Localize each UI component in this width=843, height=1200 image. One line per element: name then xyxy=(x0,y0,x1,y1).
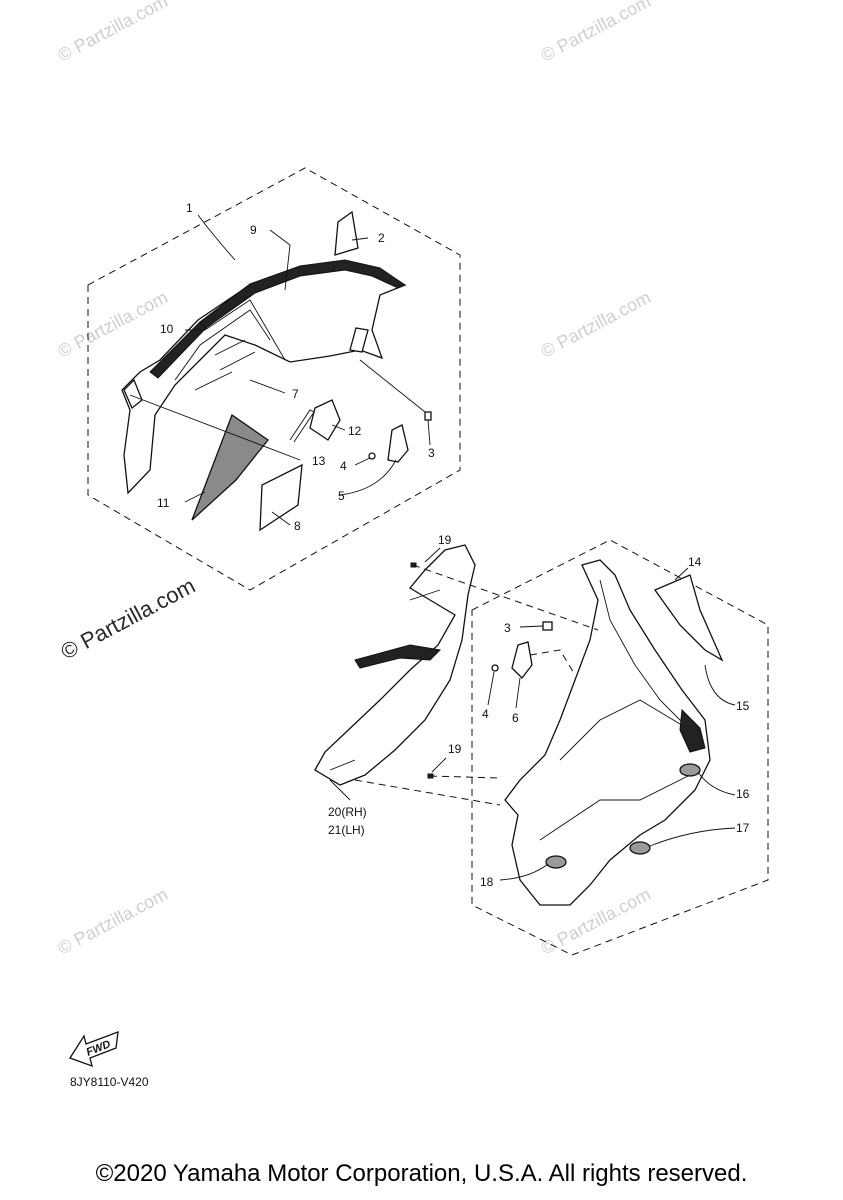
screw-part-4 xyxy=(368,452,376,460)
leader xyxy=(269,229,291,291)
panel-part-8 xyxy=(259,463,303,532)
callout-7: 7 xyxy=(292,387,299,401)
callout-19b: 19 xyxy=(448,742,462,756)
nut-part-3 xyxy=(424,411,432,421)
callout-2: 2 xyxy=(378,231,385,245)
windscreen-inner xyxy=(174,309,271,381)
callout-3a: 3 xyxy=(428,446,435,460)
callout-8: 8 xyxy=(294,519,301,533)
diagram-code: 8JY8110-V420 xyxy=(70,1075,149,1089)
watermark: © Partzilla.com xyxy=(54,884,170,959)
lower-cowl-contour xyxy=(539,579,701,841)
leader xyxy=(271,511,291,526)
leader xyxy=(184,491,206,503)
top-trim-strip xyxy=(199,259,407,329)
lower-cowl xyxy=(504,559,711,906)
callout-11: 11 xyxy=(157,496,170,510)
callout-3b: 3 xyxy=(504,621,511,635)
callout-14: 14 xyxy=(688,555,702,569)
assembly-boundary-lower xyxy=(471,539,769,956)
leader xyxy=(129,394,301,461)
callout-16: 16 xyxy=(736,787,750,801)
callout-4a: 4 xyxy=(340,459,347,473)
lower-cowl-dark-band xyxy=(679,708,706,753)
leader xyxy=(249,379,286,394)
leader xyxy=(674,567,689,581)
callout-21: 21(LH) xyxy=(328,823,365,837)
screw-part-4b xyxy=(491,664,499,672)
reflector-part-17 xyxy=(629,841,651,855)
clip-part-5 xyxy=(387,424,409,463)
reflector-part-18 xyxy=(545,855,567,869)
nut-part-3b xyxy=(542,621,553,631)
mount-bracket xyxy=(349,327,369,353)
leader xyxy=(697,771,736,796)
leader xyxy=(424,547,441,563)
watermark-large: © Partzilla.com xyxy=(57,573,200,665)
windscreen-glare xyxy=(194,339,256,391)
strip-part-13 xyxy=(289,409,315,443)
fwd-arrow-icon: FWD xyxy=(69,1031,119,1068)
callout-10: 10 xyxy=(160,322,174,336)
callout-1: 1 xyxy=(186,201,193,215)
assembly-boundary-upper xyxy=(87,167,461,591)
leader xyxy=(704,664,736,706)
upper-cowl xyxy=(121,261,407,495)
callout-5: 5 xyxy=(338,489,345,503)
leader xyxy=(197,214,236,261)
leader xyxy=(499,863,549,881)
callout-12: 12 xyxy=(348,424,362,438)
fwd-arrow-shape xyxy=(69,1031,119,1068)
watermark: © Partzilla.com xyxy=(537,287,653,362)
lower-cowling-assembly: 19 14 3 15 4 6 19 16 20(RH) 17 21(LH) 18 xyxy=(314,533,769,956)
visor-part-2 xyxy=(334,210,359,256)
upper-cowling-assembly: 1 9 2 10 7 12 3 13 4 5 11 8 xyxy=(87,167,461,591)
leader xyxy=(329,779,351,801)
clip-part-6 xyxy=(511,641,533,679)
leader xyxy=(339,459,397,496)
callout-19a: 19 xyxy=(438,533,452,547)
fwd-label: FWD xyxy=(85,1038,113,1059)
side-panel-edge xyxy=(329,589,441,771)
leader xyxy=(487,671,495,706)
callout-15: 15 xyxy=(736,699,750,713)
alignment-line xyxy=(529,649,576,676)
watermark: © Partzilla.com xyxy=(537,0,653,66)
leader xyxy=(519,625,544,628)
leader xyxy=(354,457,371,466)
watermark: © Partzilla.com xyxy=(54,0,170,66)
reflector-part-16 xyxy=(679,763,701,777)
leader xyxy=(351,237,369,241)
bracket-part-12 xyxy=(309,399,341,441)
leader xyxy=(359,359,426,413)
windscreen-edge xyxy=(204,299,286,361)
watermark: © Partzilla.com xyxy=(54,287,170,362)
leader xyxy=(431,757,447,773)
callout-6: 6 xyxy=(512,711,519,725)
leader xyxy=(649,827,736,847)
alignment-line xyxy=(429,775,501,779)
callout-20: 20(RH) xyxy=(328,805,367,819)
side-panel-20-21 xyxy=(314,544,476,786)
leader xyxy=(515,677,521,709)
leader xyxy=(331,424,346,431)
callout-4b: 4 xyxy=(482,707,489,721)
callout-9: 9 xyxy=(250,223,257,237)
side-panel-vent xyxy=(354,644,442,669)
callout-18: 18 xyxy=(480,875,494,889)
leader xyxy=(427,419,431,446)
callout-17: 17 xyxy=(736,821,750,835)
alignment-line xyxy=(354,779,501,806)
callout-13: 13 xyxy=(312,454,326,468)
visor-part-15 xyxy=(654,574,724,662)
mesh-panel-11 xyxy=(191,413,269,521)
copyright-notice: ©2020 Yamaha Motor Corporation, U.S.A. A… xyxy=(95,1160,748,1187)
alignment-line xyxy=(412,564,599,631)
side-trim-strip xyxy=(149,321,207,379)
